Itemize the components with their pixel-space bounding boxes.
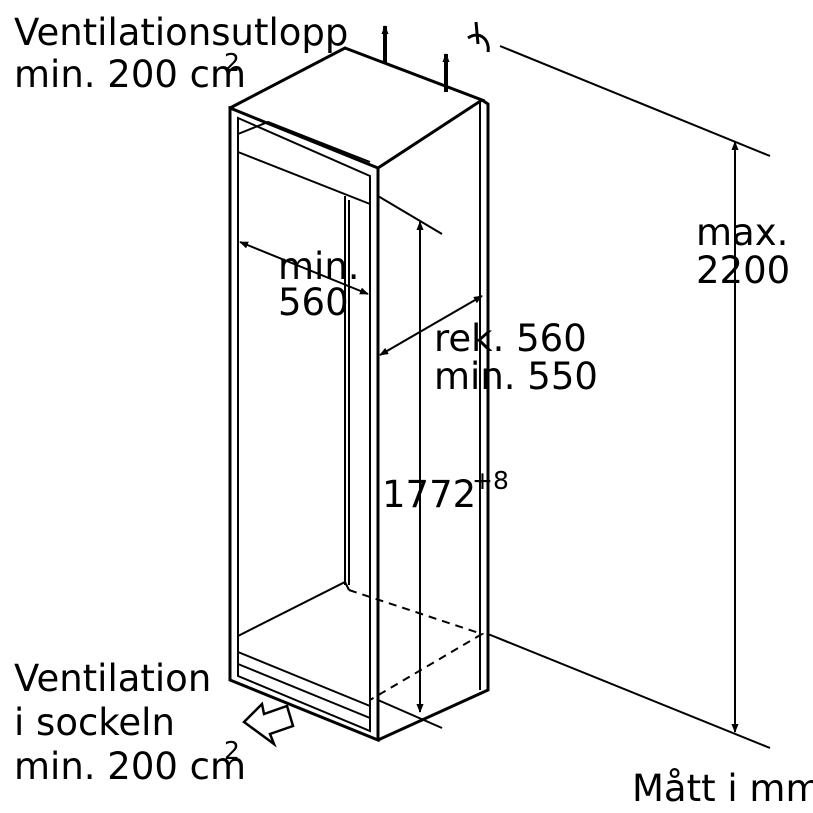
width-min-label: min. bbox=[278, 245, 360, 288]
niche-cabinet bbox=[228, 46, 490, 743]
bottom-ventilation-arrow bbox=[242, 701, 295, 748]
width-dimension bbox=[239, 241, 369, 295]
height-tolerance: +8 bbox=[472, 466, 509, 495]
depth-dimension bbox=[379, 295, 483, 356]
depth-min-label: min. 550 bbox=[434, 355, 598, 398]
vent-bottom-label-line2: i sockeln bbox=[14, 701, 175, 744]
vent-top-label-line2: min. 200 cm bbox=[14, 53, 247, 96]
max-value-label: 2200 bbox=[696, 249, 791, 292]
top-ventilation-arrows bbox=[381, 21, 490, 92]
units-note: Mått i mm bbox=[632, 767, 813, 810]
vent-bottom-sup: 2 bbox=[224, 736, 240, 765]
max-height-dimension bbox=[487, 45, 771, 749]
vent-bottom-label-line3: min. 200 cm bbox=[14, 745, 247, 788]
height-value-label: 1772 bbox=[382, 473, 477, 516]
width-value-label: 560 bbox=[278, 281, 349, 324]
vent-bottom-label-line1: Ventilation bbox=[14, 657, 212, 700]
depth-rec-label: rek. 560 bbox=[434, 317, 587, 360]
height-dimension bbox=[377, 195, 443, 729]
max-label: max. bbox=[696, 211, 789, 254]
vent-top-sup: 2 bbox=[224, 48, 240, 77]
vent-top-label-line1: Ventilationsutlopp bbox=[14, 11, 349, 54]
